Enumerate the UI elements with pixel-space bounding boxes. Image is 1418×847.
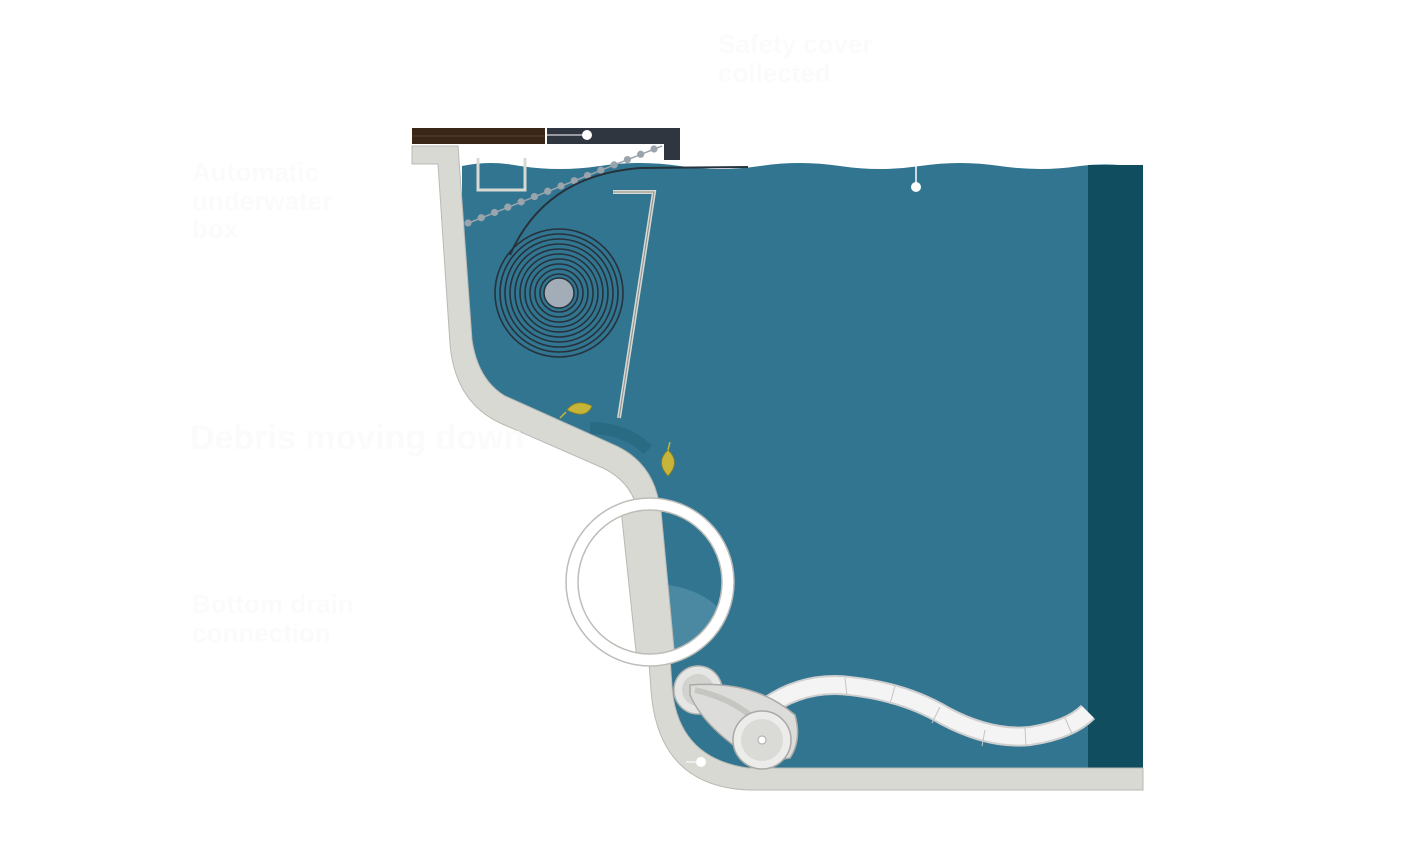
chain-bead: [557, 182, 565, 190]
chain-bead: [570, 177, 578, 185]
chain-bead: [583, 171, 592, 180]
roller-core: [543, 277, 575, 309]
cover-strip: [509, 166, 749, 256]
chain-bead: [504, 203, 512, 211]
callout-dot-surface: [911, 182, 921, 192]
cover-lid: [547, 128, 680, 160]
coil-ring: [529, 263, 589, 323]
coil-ring: [494, 228, 624, 358]
floating-leaf-icon: [559, 402, 593, 419]
chain-bead: [517, 198, 525, 206]
label-bottom-drain: Bottom drain connection: [192, 589, 354, 648]
coil-ring: [499, 233, 619, 353]
pool-cleaner-robot: [673, 665, 799, 770]
callout-dot-lid: [582, 130, 592, 140]
chain-bead: [597, 166, 605, 174]
coil-ring: [534, 268, 584, 318]
callout-dot-drain: [696, 757, 706, 767]
chain-bead: [477, 214, 485, 222]
skimmer-bracket: [476, 158, 527, 192]
label-underwater-box: Automatic underwater box: [192, 157, 333, 245]
detail-magnifier: [565, 497, 735, 667]
label-debris-moving: Debris moving down: [190, 419, 525, 457]
chain-bead: [637, 150, 645, 158]
chain-bead: [623, 155, 632, 164]
debris-flow-arrow: [589, 422, 653, 455]
cleaner-hose: [753, 675, 1096, 747]
chain-bead: [610, 161, 618, 169]
coil-ring: [524, 258, 594, 328]
chain-bead: [650, 145, 658, 153]
coil-ring: [539, 273, 579, 313]
pool-wall: [411, 145, 1144, 791]
coil-ring: [514, 248, 604, 338]
sinking-leaf-icon: [661, 441, 675, 477]
coil-ring: [509, 243, 609, 343]
coil-ring: [504, 238, 614, 348]
chain-bead: [464, 219, 472, 227]
chain-bead: [530, 192, 539, 201]
label-cover-collected: Safety cover collected: [718, 29, 873, 88]
chain-bead: [490, 208, 499, 217]
pool-side-wall-dark: [1088, 165, 1143, 771]
pool-water: [462, 163, 1142, 770]
bead-chain: [464, 145, 663, 227]
chain-bead: [544, 187, 552, 195]
coil-ring: [519, 253, 599, 333]
coiled-cover-roll: [494, 228, 624, 358]
